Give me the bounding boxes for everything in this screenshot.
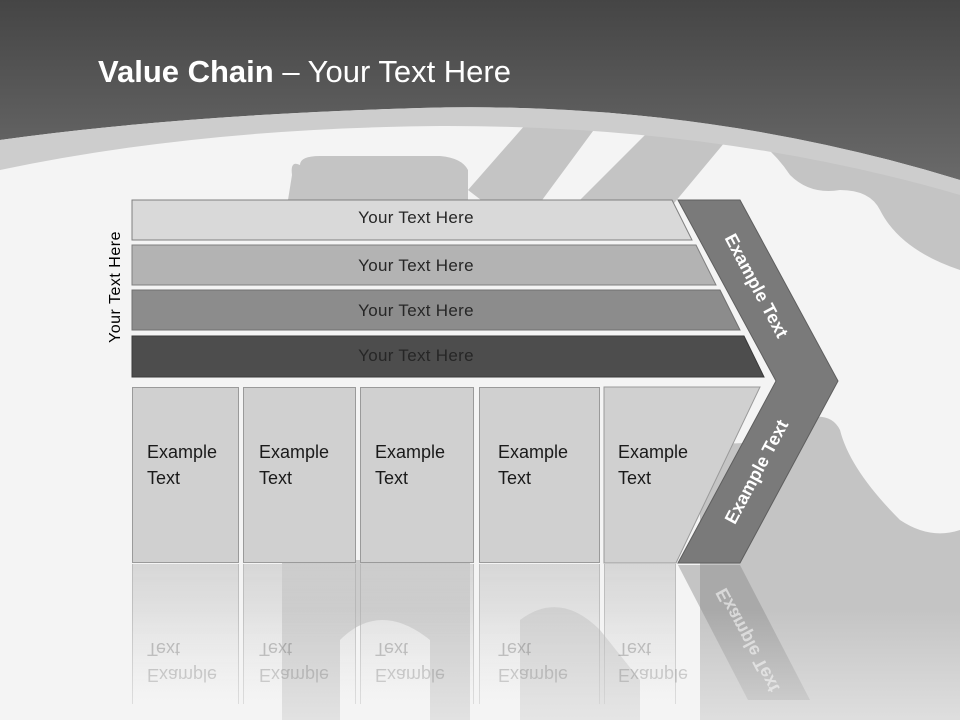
bar-4-label: Your Text Here — [358, 346, 474, 365]
column-1-box — [132, 387, 239, 563]
bar-2 — [131, 244, 717, 286]
header-band — [0, 0, 960, 180]
bar-3-label: Your Text Here — [358, 301, 474, 320]
header-curve-band — [0, 107, 960, 195]
column-2-label: Example Text — [259, 442, 330, 488]
vertical-side-label: Your Text Here — [107, 231, 124, 343]
column-3-box — [360, 387, 474, 563]
column-4-label: Example Text — [498, 442, 569, 488]
bar-1-label: Your Text Here — [358, 208, 474, 227]
title-rest-part: – Your Text Here — [273, 54, 511, 89]
column-4-box — [479, 387, 600, 563]
column-5-shape — [603, 386, 761, 564]
bar-3 — [131, 289, 741, 331]
column-1-label: Example Text — [147, 442, 218, 488]
bar-4 — [131, 335, 765, 378]
column-5-label: Example Text — [618, 442, 689, 488]
slide-title: Value Chain – Your Text Here — [98, 52, 511, 92]
column-2-box — [243, 387, 356, 563]
bar-1 — [131, 199, 693, 241]
column-3-label: Example Text — [375, 442, 446, 488]
bar-2-label: Your Text Here — [358, 256, 474, 275]
title-bold-part: Value Chain — [98, 54, 274, 89]
chevron-arrow — [677, 199, 839, 564]
